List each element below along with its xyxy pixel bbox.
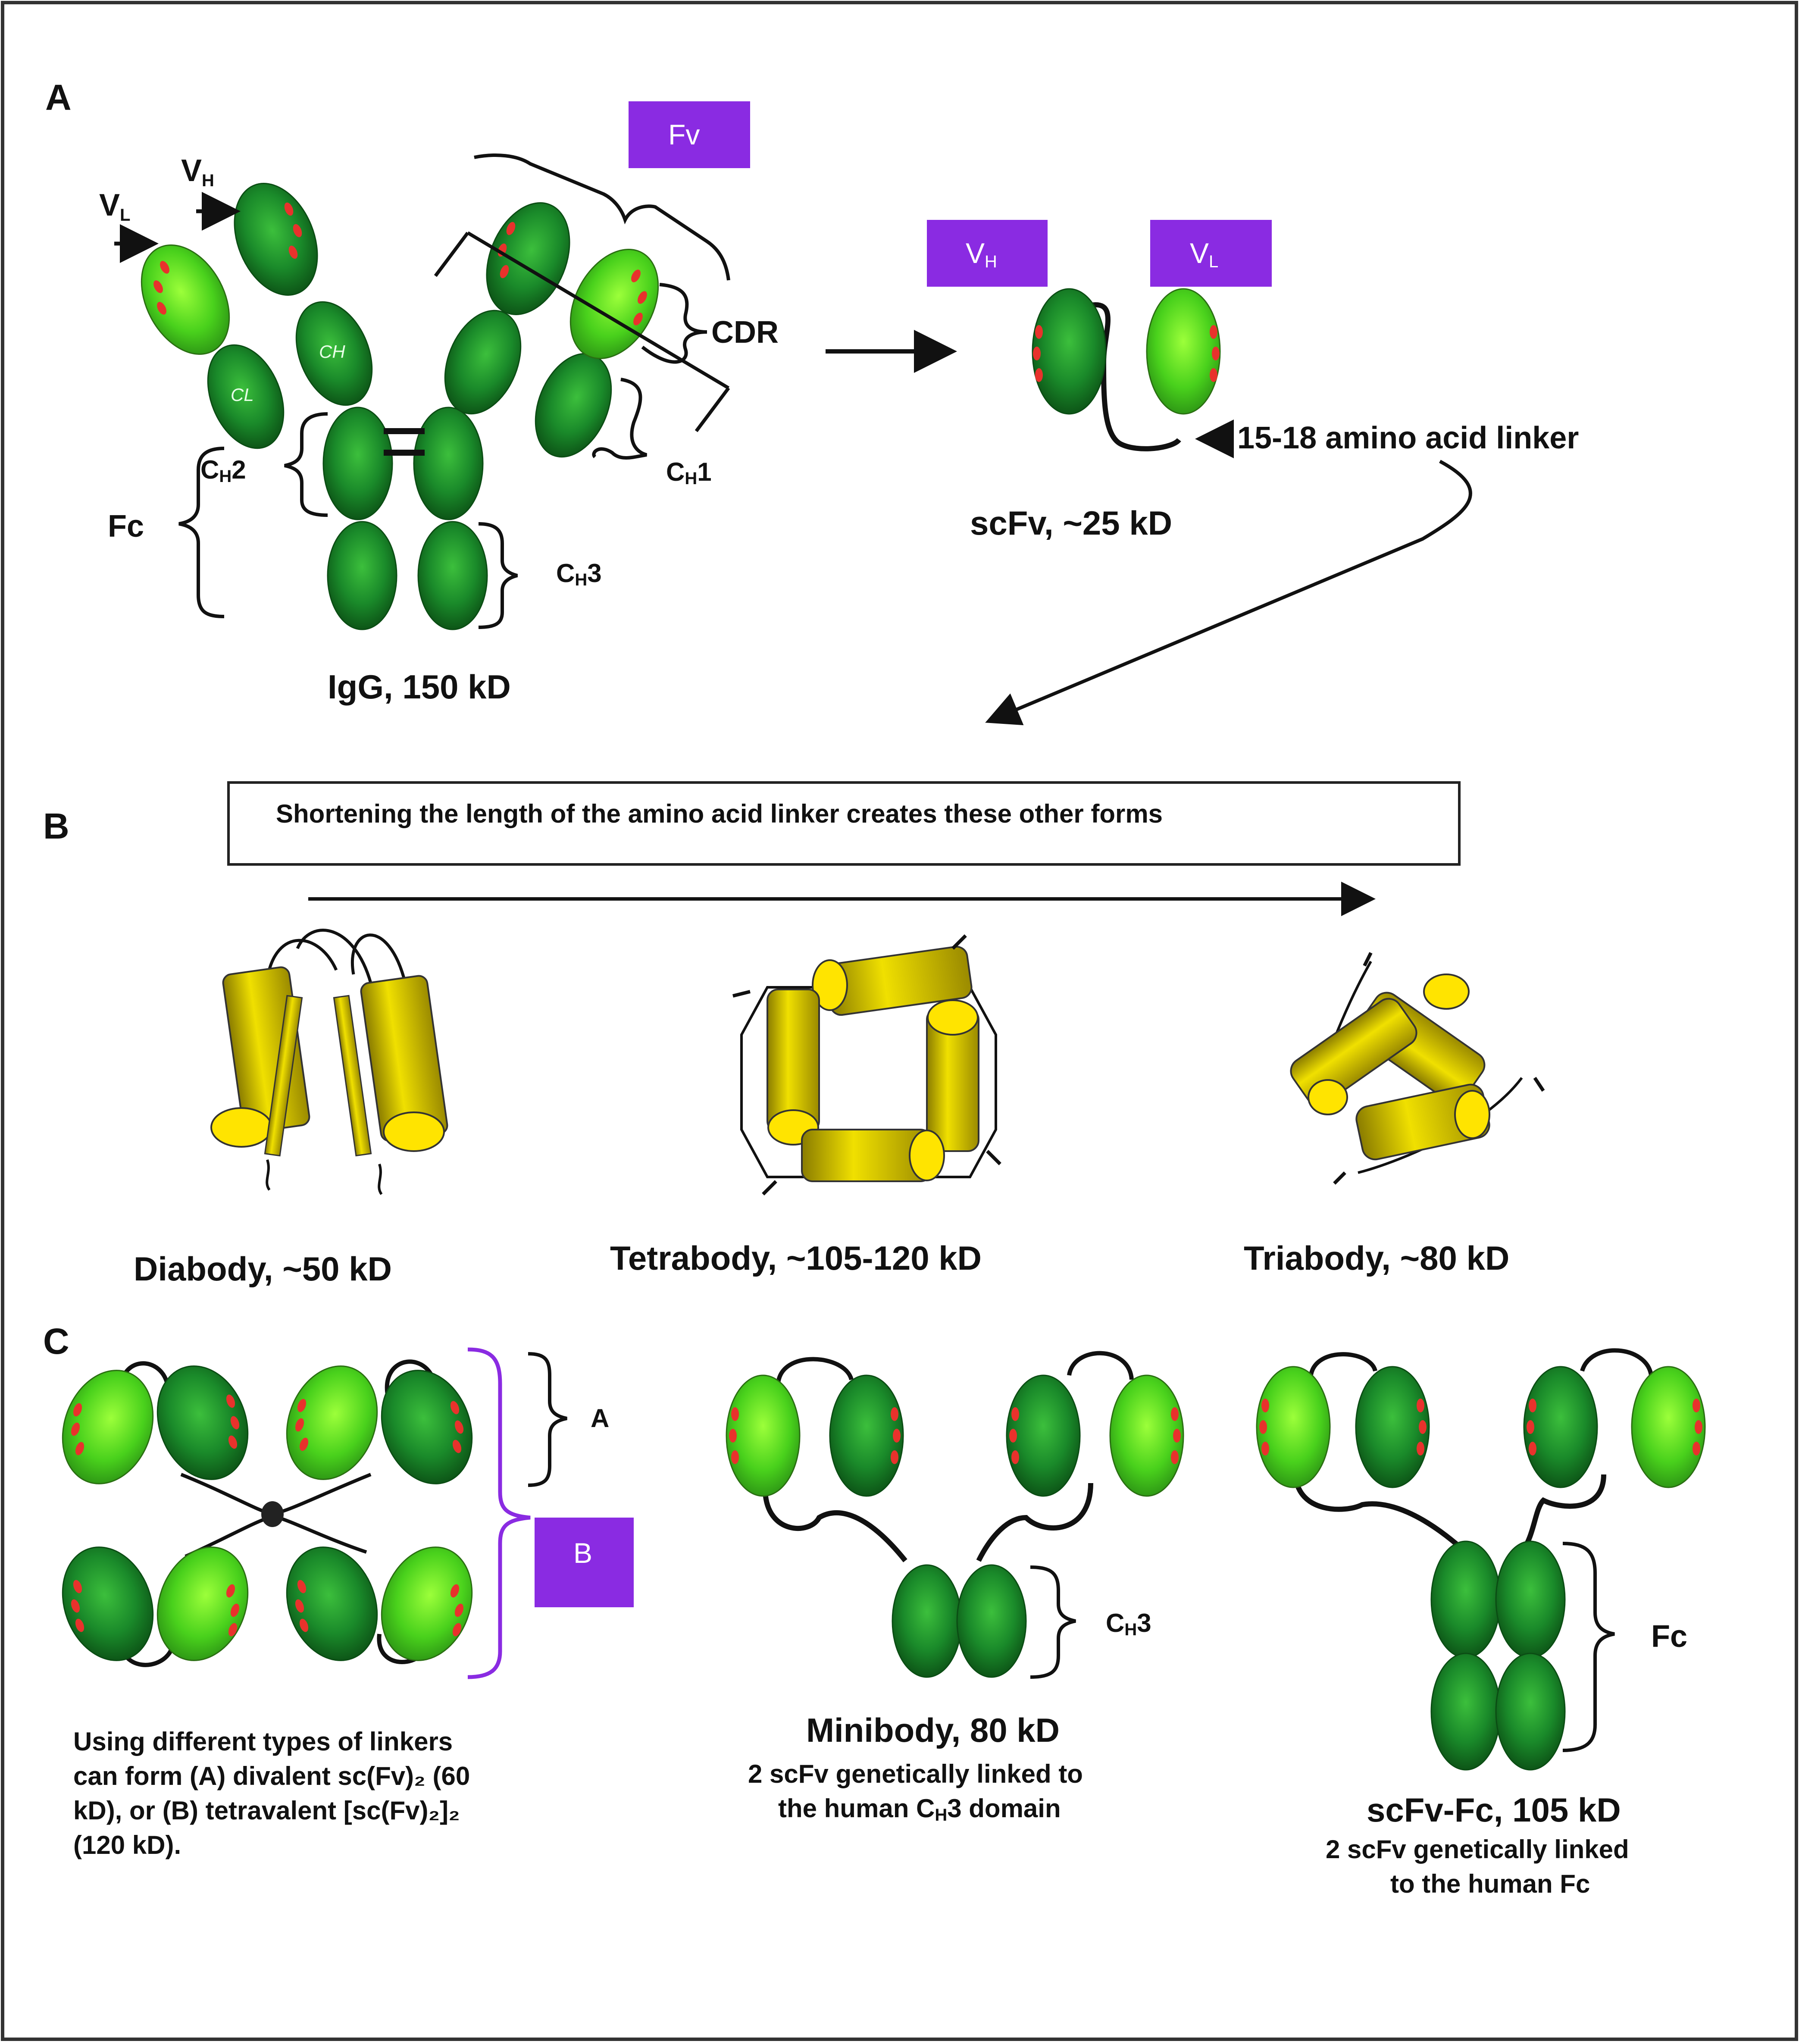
- igg-vh-label: VH: [181, 153, 214, 190]
- cdr-label: CDR: [711, 315, 779, 350]
- igg-vl-label: VL: [99, 188, 130, 225]
- ch3-label: CH3: [556, 559, 602, 589]
- scfv-caption: scFv, ~25 kD: [970, 504, 1172, 542]
- triabody-caption: Triabody, ~80 kD: [1244, 1239, 1509, 1277]
- cdr-marks: [729, 1407, 1181, 1464]
- fv-box: [629, 101, 750, 168]
- cdr-marks: [1259, 1399, 1702, 1456]
- cdr-marks: [631, 269, 647, 326]
- scfv-fc-desc-line2: to the human Fc: [1390, 1869, 1590, 1898]
- scfv-vh-box-label: VH: [966, 237, 997, 271]
- igg-cl-inner-label: CL: [231, 385, 254, 405]
- igg-right-ch1-domain: [444, 310, 522, 415]
- igg-right-ch3-domain: [417, 521, 488, 630]
- igg-left-cl-domain: [207, 344, 285, 449]
- panel-b-letter: B: [43, 806, 69, 846]
- divalent-brace: [528, 1352, 567, 1487]
- igg-right-ch2-domain: [413, 407, 484, 520]
- tetrabody-structure: [732, 934, 1001, 1196]
- minibody-ch3-brace: [1030, 1565, 1076, 1679]
- junction-node: [261, 1501, 284, 1527]
- igg-left-vl-domain: [141, 244, 230, 355]
- linker-banner-box: [227, 781, 1461, 866]
- cdr-marks: [153, 261, 169, 315]
- scfv-fc-brace: [1562, 1542, 1615, 1752]
- panel-a-letter: A: [45, 77, 72, 118]
- fv-top-brace: [474, 153, 730, 281]
- panel-c-letter: C: [43, 1321, 69, 1362]
- scfv-fc-label: Fc: [1651, 1619, 1687, 1654]
- scfv-linker: [1086, 302, 1181, 451]
- minibody-desc-line1: 2 scFv genetically linked to: [748, 1759, 1083, 1788]
- minibody-desc-line2: the human CH3 domain: [778, 1794, 1061, 1825]
- igg-left-ch1-domain: [295, 301, 373, 406]
- tetrabody-caption: Tetrabody, ~105-120 kD: [610, 1239, 982, 1277]
- scfv-fc-title: scFv-Fc, 105 kD: [1367, 1791, 1621, 1829]
- minibody-ch3-label: CH3: [1106, 1609, 1151, 1639]
- linker-types-text: Using different types of linkers can for…: [73, 1727, 477, 1859]
- tetravalent-brace: [467, 1347, 531, 1679]
- linker-label: 15-18 amino acid linker: [1237, 421, 1579, 455]
- diabody-caption: Diabody, ~50 kD: [134, 1250, 392, 1288]
- igg-left-ch3-domain: [327, 521, 397, 630]
- scfv-vh-box: [927, 220, 1048, 287]
- scfv2-dimer-structure: [62, 1359, 473, 1667]
- ch1-brace: [592, 378, 648, 460]
- ch1-label: CH1: [666, 457, 712, 488]
- scfv-to-forms-arrow: [985, 460, 1472, 726]
- cdr-marks: [284, 202, 302, 259]
- igg-left-ch2-domain: [322, 407, 393, 520]
- fc-label: Fc: [108, 509, 144, 544]
- scfv-vh-domain: [1032, 288, 1107, 415]
- scfv-fc-desc-line1: 2 scFv genetically linked: [1326, 1835, 1629, 1864]
- igg-left-vh-domain: [234, 183, 318, 296]
- fv-bracket: [434, 231, 730, 432]
- cdr-brace: [641, 283, 707, 364]
- divalent-brace-label: A: [591, 1404, 609, 1433]
- igg-right-vh-domain: [486, 202, 570, 315]
- tetravalent-box-label: B: [573, 1537, 592, 1569]
- fc-brace: [178, 447, 225, 618]
- minibody-title: Minibody, 80 kD: [806, 1711, 1060, 1749]
- diabody-structure: [210, 929, 448, 1195]
- minibody-structure: [726, 1351, 1184, 1678]
- ch3-brace: [478, 522, 518, 629]
- ch2-label: CH2: [200, 455, 246, 486]
- linker-banner-text: Shortening the length of the amino acid …: [276, 799, 1163, 828]
- igg-ch-inner-label: CH: [319, 341, 345, 362]
- scfv-vl-box: [1150, 220, 1272, 287]
- scfv-vl-box-label: VL: [1190, 237, 1218, 271]
- fv-box-label: Fv: [668, 119, 700, 150]
- cdr-marks: [71, 1394, 464, 1637]
- scfv-vl-domain: [1146, 288, 1221, 415]
- igg-caption: IgG, 150 kD: [328, 668, 511, 706]
- scfv-fc-structure: [1256, 1348, 1706, 1771]
- triabody-structure: [1290, 952, 1545, 1185]
- tetravalent-box: [535, 1518, 634, 1607]
- cdr-marks: [1210, 325, 1220, 382]
- cdr-marks: [1033, 325, 1043, 382]
- ch2-brace: [284, 412, 328, 517]
